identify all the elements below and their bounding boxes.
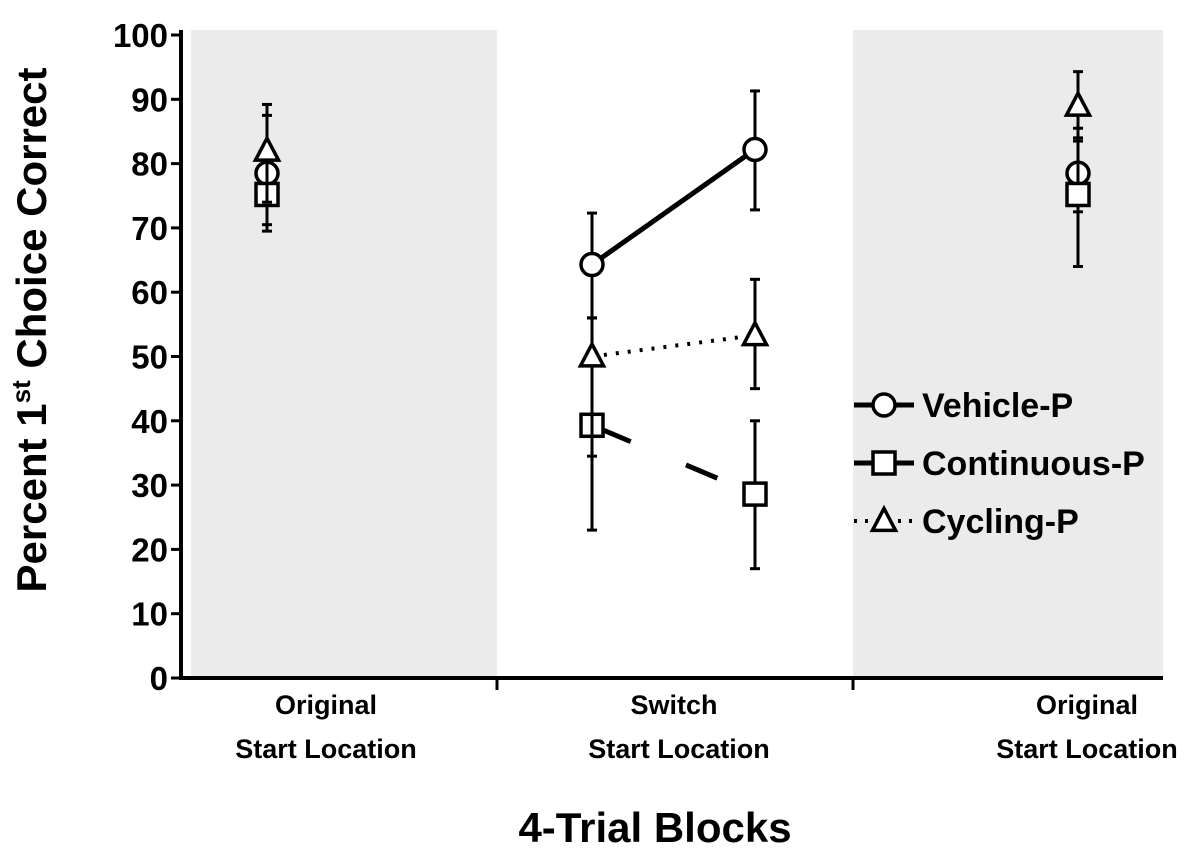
x-tick-label: Start Location — [996, 734, 1178, 764]
data-point — [742, 136, 768, 163]
y-tick-label: 70 — [131, 210, 168, 247]
data-point — [1065, 181, 1091, 208]
legend-label: Cycling-P — [922, 503, 1079, 541]
x-axis-label: 4-Trial Blocks — [518, 804, 791, 851]
y-axis-label: Percent 1st Choice Correct — [6, 68, 55, 593]
x-tick-label: Switch — [630, 690, 717, 720]
x-tick-label: Original — [1036, 690, 1138, 720]
y-tick-label: 90 — [131, 81, 168, 118]
legend-item: Cycling-P — [854, 503, 1079, 541]
data-point — [742, 481, 768, 507]
shaded-band — [853, 30, 1163, 678]
x-tick-label: Start Location — [235, 734, 417, 764]
x-tick-label: Original — [275, 690, 377, 720]
legend-marker — [871, 392, 897, 418]
legend-marker — [869, 504, 899, 533]
data-point — [252, 134, 282, 162]
series-line — [591, 422, 756, 497]
series-line — [591, 333, 756, 359]
y-tick-label: 80 — [131, 146, 168, 183]
y-tick-label: 10 — [131, 596, 168, 633]
legend-item: Continuous-P — [854, 445, 1145, 483]
data-point — [579, 251, 605, 278]
y-tick-label: 30 — [131, 467, 168, 504]
legend-label: Vehicle-P — [922, 387, 1073, 425]
data-point — [1063, 89, 1093, 117]
y-tick-label: 50 — [131, 339, 168, 376]
y-tick-label: 40 — [131, 403, 168, 440]
series-Cycling-P — [252, 70, 1093, 458]
y-tick-label: 20 — [131, 531, 168, 568]
y-tick-label: 60 — [131, 274, 168, 311]
x-tick-label: Start Location — [588, 734, 770, 764]
legend-marker — [871, 450, 897, 476]
series-line — [590, 147, 757, 267]
legend: Vehicle-P Continuous-P Cycling-P — [854, 387, 1145, 541]
shaded-band — [191, 30, 497, 678]
data-point — [577, 340, 607, 368]
y-tick-label: 100 — [113, 17, 168, 54]
series — [252, 70, 1093, 571]
data-point — [740, 318, 770, 347]
shaded-regions — [191, 30, 1163, 678]
y-tick-label: 0 — [150, 660, 168, 697]
legend-item: Vehicle-P — [854, 387, 1073, 425]
legend-label: Continuous-P — [922, 445, 1145, 483]
